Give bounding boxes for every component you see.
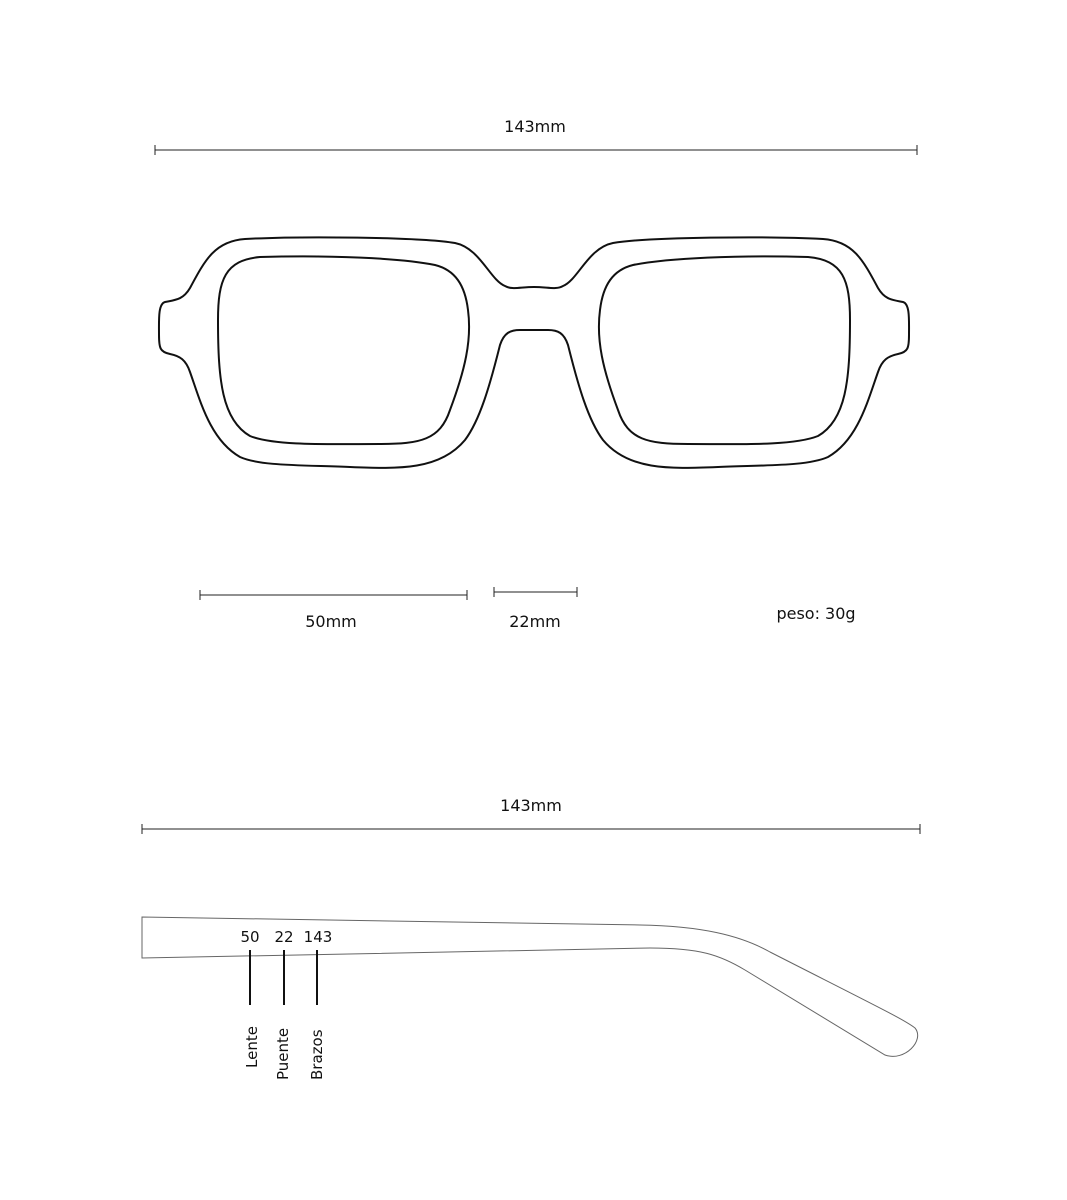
frame-front xyxy=(157,236,911,469)
legend-value-bridge: 22 xyxy=(274,928,294,946)
bridge-width-line xyxy=(493,587,578,597)
front-width-line xyxy=(154,145,918,155)
legend-value-temple: 143 xyxy=(303,928,333,946)
lens-width-line xyxy=(199,590,468,600)
lens-width-label: 50mm xyxy=(305,612,357,631)
legend-value-lens: 50 xyxy=(240,928,260,946)
bridge-width-label: 22mm xyxy=(509,612,561,631)
side-length-line xyxy=(141,824,921,834)
frame-left-half xyxy=(157,236,535,469)
weight-label: peso: 30g xyxy=(776,604,856,623)
front-total-width-label: 143mm xyxy=(504,117,566,136)
temple-side-view xyxy=(141,916,919,1057)
legend-label-temple: Brazos xyxy=(308,1029,326,1080)
legend-label-bridge: Puente xyxy=(274,1027,292,1080)
side-total-length-label: 143mm xyxy=(500,796,562,815)
dimension-lines xyxy=(141,145,921,834)
legend-label-lens: Lente xyxy=(243,1026,261,1068)
legend-leader-lines xyxy=(249,950,318,1005)
